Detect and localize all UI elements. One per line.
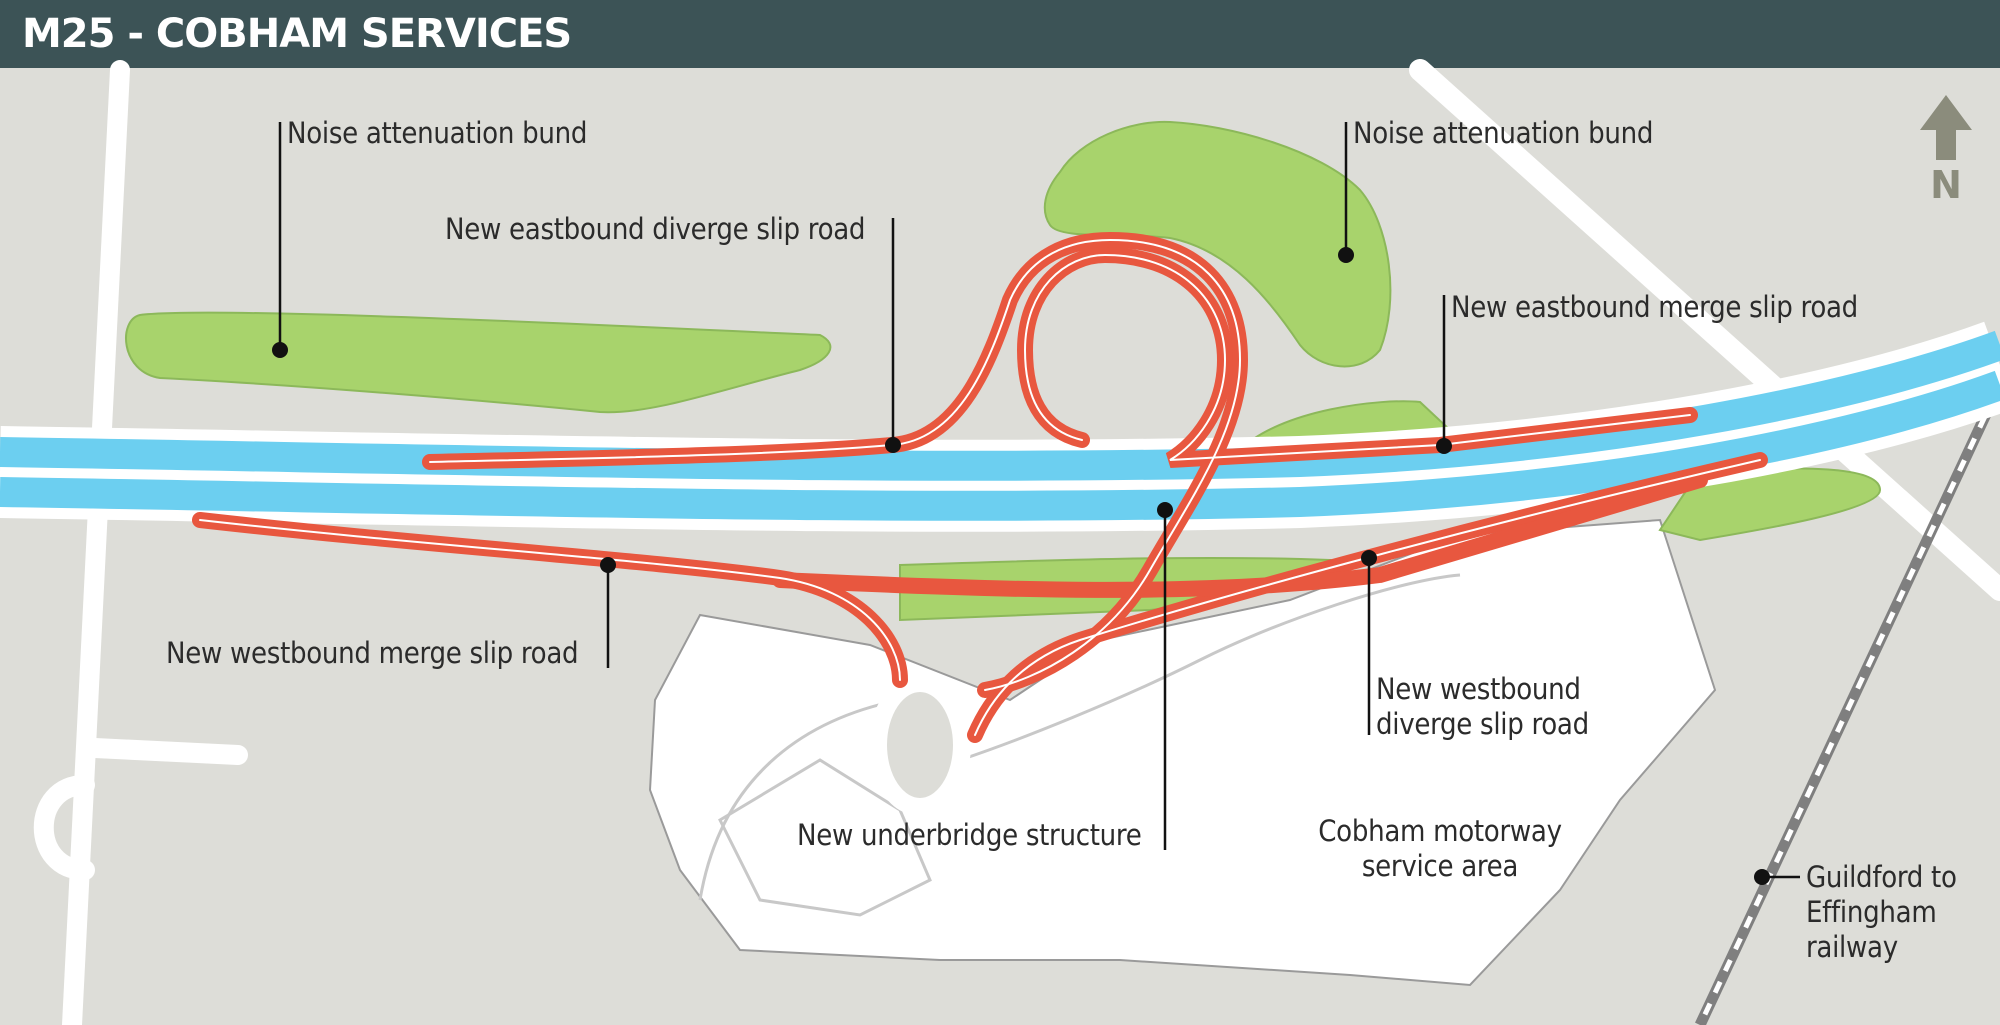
dot-westbound-diverge xyxy=(1361,550,1377,566)
dot-bund-west xyxy=(272,342,288,358)
label-underbridge: New underbridge structure xyxy=(797,818,1142,852)
label-eastbound-merge: New eastbound merge slip road xyxy=(1451,290,1858,324)
label-westbound-merge: New westbound merge slip road xyxy=(166,636,579,670)
label-service-area: Cobham motorway service area xyxy=(1318,814,1562,883)
diagonal-road xyxy=(1409,59,2000,601)
label-noise-bund-east: Noise attenuation bund xyxy=(1353,116,1654,150)
label-railway: Guildford to Effingham railway xyxy=(1806,860,1957,964)
dot-eastbound-merge xyxy=(1436,438,1452,454)
service-roundabout xyxy=(869,674,971,816)
label-noise-bund-west: Noise attenuation bund xyxy=(287,116,588,150)
car-park xyxy=(718,758,932,917)
label-eastbound-diverge: New eastbound diverge slip road xyxy=(445,212,866,246)
north-arrow-label: N xyxy=(1930,163,1962,207)
label-westbound-diverge: New westbound diverge slip road xyxy=(1376,672,1589,741)
dot-westbound-merge xyxy=(600,557,616,573)
north-arrow-icon xyxy=(1920,95,1972,160)
side-road xyxy=(85,738,248,765)
slip-roads xyxy=(192,231,1768,743)
dot-eastbound-diverge xyxy=(885,437,901,453)
dot-railway xyxy=(1754,869,1770,885)
westbound-lane xyxy=(772,472,1708,598)
service-roads xyxy=(698,573,1461,901)
north-south-road xyxy=(62,60,130,1025)
map-title: M25 - COBHAM SERVICES xyxy=(22,11,572,57)
road-loop xyxy=(33,775,95,880)
title-bar: M25 - COBHAM SERVICES xyxy=(0,0,2000,68)
dot-bund-east xyxy=(1338,247,1354,263)
leader-dots xyxy=(272,247,1770,885)
local-roads xyxy=(33,59,2000,1025)
bund-west xyxy=(125,311,832,414)
dot-underbridge xyxy=(1157,502,1173,518)
service-area xyxy=(648,518,1717,987)
railway-line xyxy=(1695,392,2000,1025)
